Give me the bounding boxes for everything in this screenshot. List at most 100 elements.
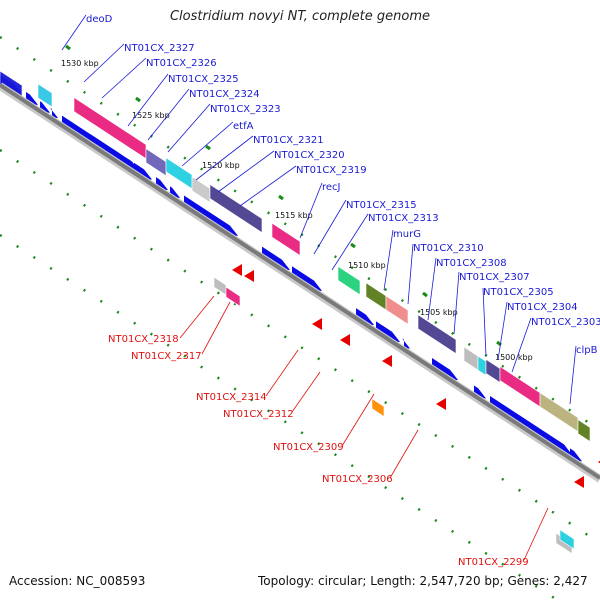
gene-label-plus[interactable]: NT01CX_2310 xyxy=(413,243,484,254)
gene-label-plus[interactable]: NT01CX_2305 xyxy=(483,287,554,298)
leader-line xyxy=(61,14,87,51)
tick-label: 1500 kbp xyxy=(495,353,533,362)
gene-labels: deoD NT01CX_2327 NT01CX_2326 NT01CX_2325… xyxy=(86,14,600,568)
minus-band xyxy=(559,529,575,550)
tick-label: 1515 kbp xyxy=(275,211,313,220)
cds-arrow xyxy=(184,195,238,236)
leader-line xyxy=(265,349,299,397)
gene-band xyxy=(37,83,53,108)
leader-line xyxy=(127,73,169,127)
gene-label-plus[interactable]: murG xyxy=(393,229,421,240)
tick-label: 1530 kbp xyxy=(61,59,99,68)
gene-band xyxy=(485,358,501,384)
minus-arrow xyxy=(574,476,584,488)
leader-line xyxy=(217,150,275,193)
gene-label-plus[interactable]: recJ xyxy=(322,182,341,193)
topology-text: Topology: circular; Length: 2,547,720 bp… xyxy=(258,574,588,588)
leader-line xyxy=(523,507,549,561)
leader-line xyxy=(389,429,419,479)
minus-band xyxy=(371,398,385,418)
leader-line xyxy=(313,199,347,255)
gene-band xyxy=(463,346,479,371)
gene-label-plus[interactable]: NT01CX_2313 xyxy=(368,213,439,224)
gene-label-plus[interactable]: NT01CX_2320 xyxy=(274,150,345,161)
leader-line xyxy=(383,229,394,291)
leader-line xyxy=(167,103,211,153)
tick-mark xyxy=(350,242,356,249)
tick-mark xyxy=(422,291,428,298)
minus-arrow xyxy=(244,270,254,282)
gene-band xyxy=(477,355,487,376)
tick-mark xyxy=(135,96,141,103)
tick-mark xyxy=(205,144,211,151)
gene-band xyxy=(271,222,301,257)
gene-label-plus[interactable]: NT01CX_2323 xyxy=(210,104,281,115)
backbone xyxy=(0,82,600,483)
tick-label: 1505 kbp xyxy=(420,308,458,317)
leader-line xyxy=(239,165,297,207)
cds-arrow xyxy=(292,266,322,291)
leader-line xyxy=(341,393,375,447)
gene-label-plus[interactable]: NT01CX_2326 xyxy=(146,58,217,69)
leader-line xyxy=(497,301,508,361)
backbone-line xyxy=(0,83,600,480)
leader-line xyxy=(331,213,369,271)
gene-band xyxy=(417,314,457,355)
leader-line xyxy=(427,257,437,321)
dotted-guide xyxy=(0,35,600,432)
gene-band xyxy=(209,183,263,234)
gene-label-minus[interactable]: NT01CX_2317 xyxy=(131,351,202,362)
gene-band xyxy=(145,148,167,177)
gene-label-plus[interactable]: clpB xyxy=(576,345,598,356)
minus-arrow xyxy=(382,355,392,367)
leader-line xyxy=(201,301,231,355)
cds-arrow xyxy=(376,321,400,342)
gene-label-minus[interactable]: NT01CX_2318 xyxy=(108,334,179,345)
leader-line xyxy=(407,243,414,305)
feature-track xyxy=(0,70,600,555)
gene-label-plus[interactable]: etfA xyxy=(233,121,254,132)
leader-line xyxy=(179,295,215,339)
leader-line xyxy=(83,43,125,83)
tick-label: 1525 kbp xyxy=(132,111,170,120)
gene-label-plus[interactable]: NT01CX_2303 xyxy=(531,317,600,328)
gene-label-plus[interactable]: NT01CX_2324 xyxy=(189,89,260,100)
cds-arrow xyxy=(490,395,572,455)
leader-line xyxy=(101,57,147,99)
minus-arrow xyxy=(436,398,446,410)
leader-line xyxy=(482,287,487,357)
tick-label: 1510 kbp xyxy=(348,261,386,270)
cds-arrow xyxy=(90,133,140,172)
leader-line xyxy=(181,121,234,167)
cds-arrow xyxy=(432,357,458,380)
gene-band xyxy=(191,176,211,204)
gene-label-plus[interactable]: NT01CX_2307 xyxy=(459,272,530,283)
gene-label-minus[interactable]: NT01CX_2306 xyxy=(322,474,393,485)
gene-label-minus[interactable]: NT01CX_2299 xyxy=(458,557,529,568)
gene-band xyxy=(165,157,193,190)
gene-band xyxy=(337,265,361,296)
minus-band xyxy=(225,286,241,307)
leader-line xyxy=(453,271,460,335)
gene-label-plus[interactable]: NT01CX_2325 xyxy=(168,74,239,85)
gene-label-minus[interactable]: NT01CX_2312 xyxy=(223,409,294,420)
label-leaders xyxy=(61,14,577,561)
minus-band xyxy=(213,276,227,296)
minus-arrow xyxy=(340,334,350,346)
gene-label-plus[interactable]: deoD xyxy=(86,14,113,25)
cds-arrow xyxy=(262,246,290,270)
minus-arrow xyxy=(312,318,322,330)
gene-label-plus[interactable]: NT01CX_2321 xyxy=(253,135,324,146)
gene-label-plus[interactable]: NT01CX_2319 xyxy=(296,165,367,176)
gene-label-plus[interactable]: NT01CX_2315 xyxy=(346,200,417,211)
gene-label-plus[interactable]: NT01CX_2327 xyxy=(124,43,195,54)
leader-line xyxy=(291,371,321,413)
minus-arrow xyxy=(232,264,242,276)
gene-label-plus[interactable]: NT01CX_2308 xyxy=(436,258,507,269)
gene-label-minus[interactable]: NT01CX_2314 xyxy=(196,392,267,403)
gene-label-minus[interactable]: NT01CX_2309 xyxy=(273,442,344,453)
map-title: Clostridium novyi NT, complete genome xyxy=(169,9,431,24)
gene-label-plus[interactable]: NT01CX_2304 xyxy=(507,302,578,313)
gene-band xyxy=(365,282,387,311)
